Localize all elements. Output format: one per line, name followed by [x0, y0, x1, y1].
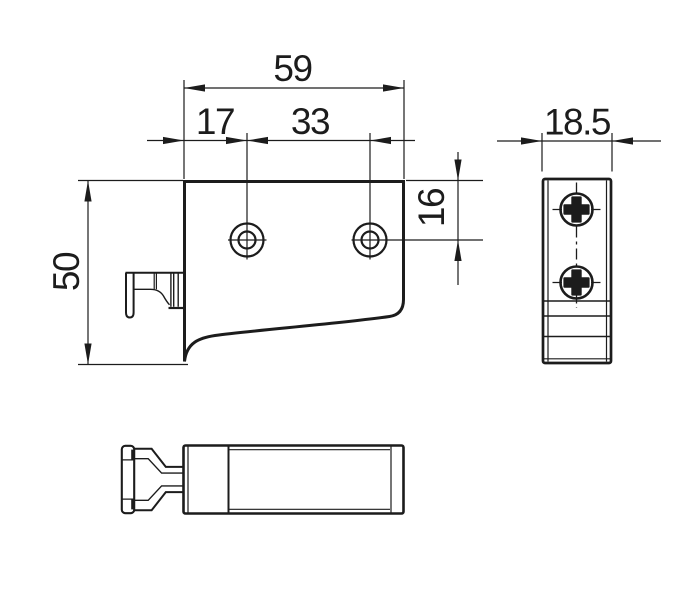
clip-cap [120, 444, 136, 515]
phillips-cross-icon [563, 196, 590, 223]
arrowhead [383, 84, 404, 92]
arrowhead [84, 180, 92, 202]
arrowhead [84, 343, 92, 365]
dim-depth-label: 18.5 [544, 102, 611, 143]
front-hook [125, 271, 185, 319]
dim-overall-height-label: 50 [46, 252, 87, 291]
bottom-view [120, 444, 405, 515]
dim-hole-left-offset-label: 17 [196, 101, 234, 142]
front-view [125, 133, 483, 362]
dim-overall-width: 59 [183, 48, 405, 179]
dim-overall-width-label: 59 [273, 48, 311, 89]
dim-hole-top-offset-label: 16 [411, 189, 452, 227]
dim-hole-spacing-label: 33 [291, 101, 329, 142]
dim-hole-positions: 17 33 [147, 101, 415, 145]
bottom-outline [182, 444, 405, 515]
arrowhead [163, 136, 184, 145]
dim-depth: 18.5 [497, 102, 661, 172]
arrowhead [612, 137, 633, 145]
bottom-clip [120, 444, 184, 515]
arrowhead [226, 136, 247, 145]
screw-bottom [552, 265, 601, 300]
hole-centerlines [228, 133, 483, 260]
arrowhead [521, 137, 542, 145]
arrowhead [454, 159, 462, 181]
phillips-cross-icon [563, 269, 590, 296]
front-outline [183, 180, 405, 362]
dim-overall-height: 50 [46, 179, 188, 366]
screw-top [552, 192, 601, 227]
arrowhead [454, 240, 462, 261]
dim-hole-top-offset: 16 [406, 152, 483, 285]
arrowhead [247, 136, 268, 145]
arrowhead [184, 84, 205, 92]
arrowhead [370, 136, 391, 145]
side-view [541, 177, 613, 365]
